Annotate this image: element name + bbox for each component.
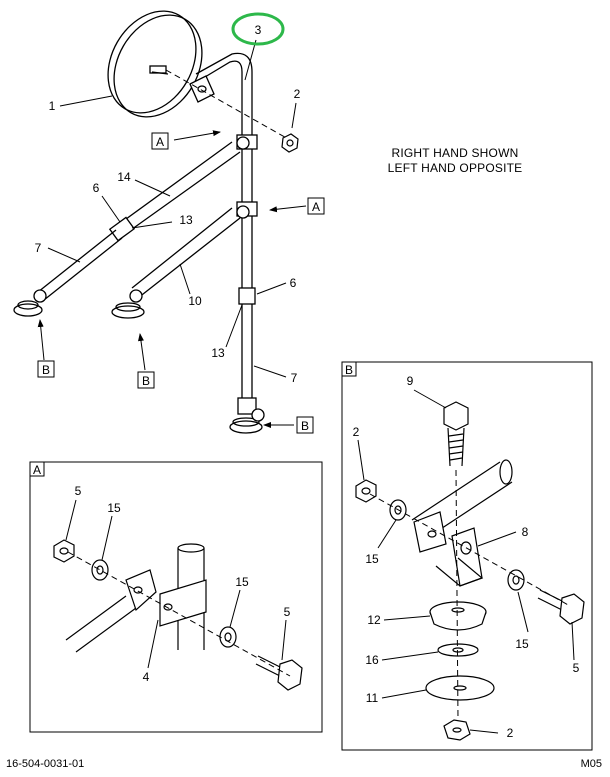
view-ref-a-top: A	[151, 132, 169, 150]
view-ref-a-mid: A	[307, 197, 325, 215]
detail-a-callout-4: 4	[143, 670, 150, 684]
document-number: 16-504-0031-01	[6, 758, 85, 770]
view-ref-b-center: B	[137, 371, 155, 389]
lower-brace-arm	[111, 205, 250, 319]
detail-a-callout-5a: 5	[75, 484, 82, 498]
callout-7b: 7	[291, 371, 298, 385]
callout-7a: 7	[35, 241, 42, 255]
detail-a-panel: A	[29, 461, 323, 733]
detail-b-callout-11: 11	[366, 691, 379, 705]
nut-item-2	[281, 133, 299, 153]
orientation-note: RIGHT HAND SHOWN LEFT HAND OPPOSITE	[355, 146, 555, 176]
callout-14: 14	[117, 170, 131, 184]
detail-b-callout-12: 12	[367, 613, 381, 627]
detail-b-panel: B	[341, 361, 593, 751]
note-line-2: LEFT HAND OPPOSITE	[387, 161, 523, 175]
svg-text:B: B	[42, 363, 50, 377]
callout-13a: 13	[179, 213, 193, 227]
detail-b-callout-15a: 15	[365, 552, 379, 566]
detail-a-callout-15b: 15	[235, 575, 249, 589]
view-ref-b-left: B	[37, 360, 55, 378]
svg-text:A: A	[33, 463, 41, 477]
callout-6a: 6	[93, 181, 100, 195]
mirror-arm-tube	[189, 52, 265, 434]
detail-b-callout-5: 5	[573, 661, 580, 675]
svg-text:A: A	[156, 135, 164, 149]
detail-b-callout-9: 9	[407, 374, 414, 388]
detail-b-callout-8: 8	[522, 525, 529, 539]
callout-6b: 6	[290, 276, 297, 290]
mirror-head	[107, 10, 203, 118]
callout-13b: 13	[211, 346, 225, 360]
note-line-1: RIGHT HAND SHOWN	[391, 146, 519, 160]
svg-text:B: B	[345, 363, 353, 377]
page-code: M05	[580, 758, 602, 770]
svg-text:B: B	[301, 419, 309, 433]
svg-text:A: A	[312, 200, 320, 214]
upper-brace-arm	[13, 136, 250, 317]
svg-text:B: B	[142, 374, 150, 388]
callout-1: 1	[49, 99, 56, 113]
callout-2: 2	[294, 87, 301, 101]
detail-b-callout-16: 16	[365, 653, 379, 667]
callout-10: 10	[188, 294, 202, 308]
detail-b-callout-15b: 15	[515, 637, 529, 651]
detail-b-callout-2a: 2	[353, 425, 360, 439]
callout-3: 3	[255, 23, 262, 37]
detail-a-callout-5b: 5	[284, 605, 291, 619]
detail-a-callout-15a: 15	[107, 501, 121, 515]
view-ref-b-right: B	[296, 416, 314, 434]
highlight-ring	[231, 12, 285, 46]
detail-b-callout-2b: 2	[507, 726, 514, 740]
